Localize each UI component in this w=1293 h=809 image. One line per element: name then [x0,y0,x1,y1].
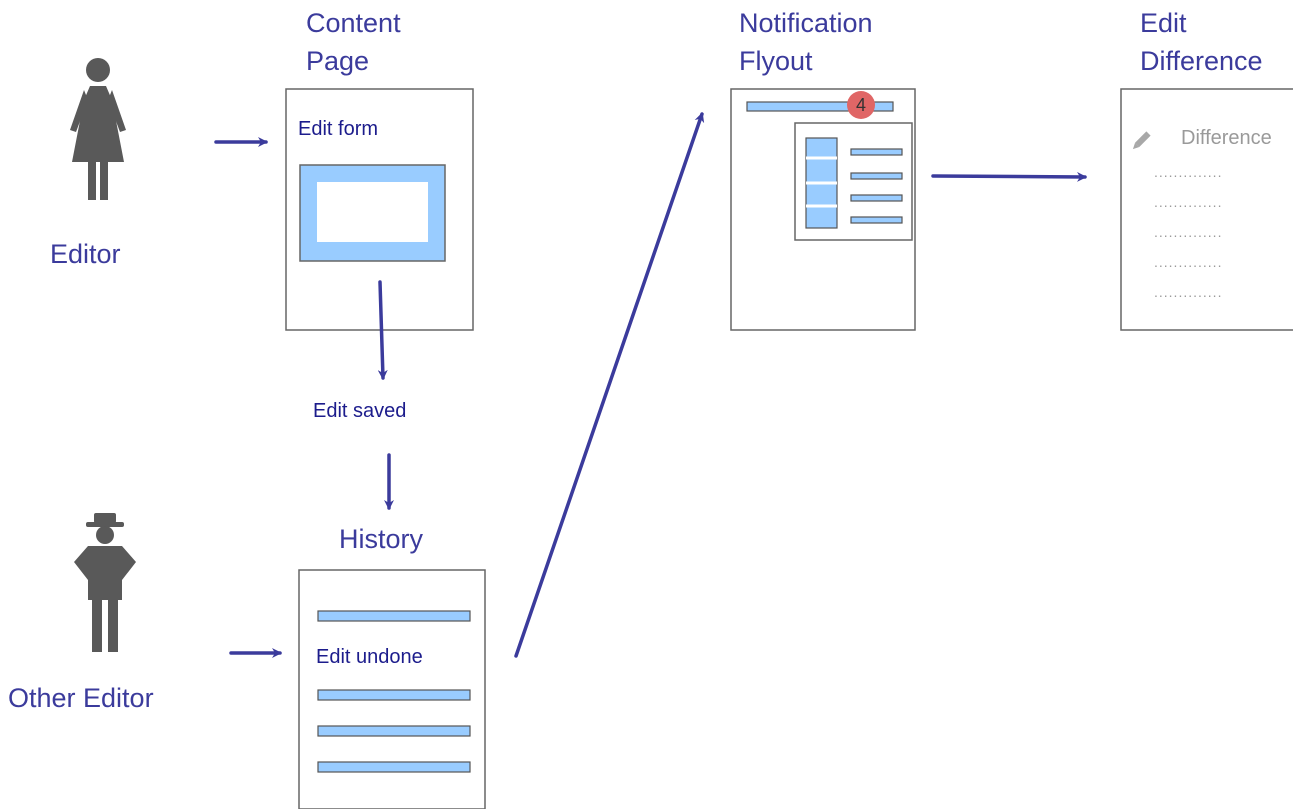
difference-line: .............. [1154,164,1222,180]
notification-flyout-title: Notification [739,8,873,38]
flyout-item [850,216,903,224]
edit-difference-title: Edit [1140,8,1187,38]
notification-badge-count: 4 [856,95,866,115]
history-row [317,689,471,701]
history-title: History [339,524,424,554]
difference-line: .............. [1154,284,1222,300]
edit-form-label: Edit form [298,118,378,140]
history-row [317,761,471,773]
notification-top-bar [746,101,894,112]
edit-difference-title-line2: Difference [1140,46,1263,76]
history-row [317,610,471,622]
other-editor-label: Other Editor [8,683,154,713]
content-page-title-line2: Page [306,46,369,76]
flyout-item [850,172,903,180]
difference-label: Difference [1181,127,1272,149]
edit-saved-label: Edit saved [313,400,406,422]
history-row [317,725,471,737]
difference-line: .............. [1154,194,1222,210]
arrow-notification-to-difference [931,171,1087,182]
edit-form-textarea [317,182,428,242]
arrow-history-to-notification [514,112,705,658]
edit-difference-screen [1120,88,1293,331]
editor-figure-icon [70,58,126,200]
notification-flyout-title-line2: Flyout [739,46,813,76]
flyout-item [850,148,903,156]
arrow-content-to-saved [377,280,388,380]
editor-label: Editor [50,239,121,269]
other-editor-figure-icon [74,513,136,652]
notification-badge [847,91,875,119]
difference-line: .............. [1154,254,1222,270]
difference-line: .............. [1154,224,1222,240]
flyout-item [850,194,903,202]
content-page-title: Content [306,8,401,38]
edit-undone-label: Edit undone [316,646,423,668]
